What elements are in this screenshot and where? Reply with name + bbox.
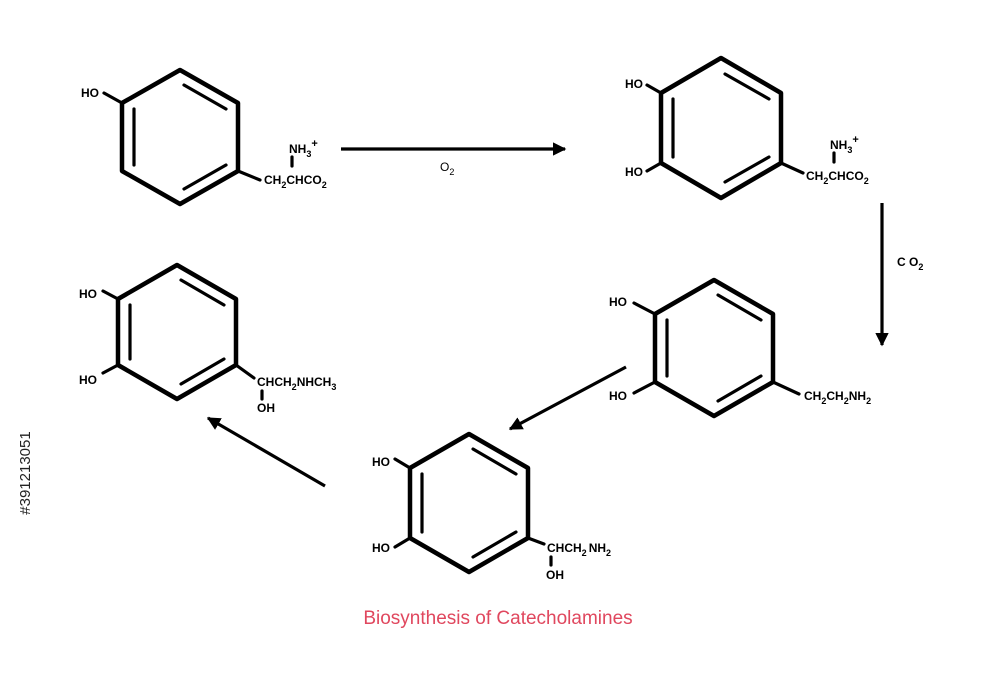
hydroxyl-top-label: HO xyxy=(79,287,97,301)
molecule-dopa: HO HO CH2CHCO2 NH3+ xyxy=(625,55,869,201)
benzene-ring xyxy=(658,55,784,201)
side-chain-bond xyxy=(234,363,256,380)
hydroxyl-top-label: HO xyxy=(609,295,627,309)
benzene-ring xyxy=(407,431,531,575)
ring-inner-bond xyxy=(716,293,763,322)
side-chain-label: CH2CH2NH2 xyxy=(804,389,871,406)
ring-inner-bond xyxy=(471,447,518,476)
side-chain-bond xyxy=(526,536,546,546)
benzene-ring xyxy=(652,277,776,419)
reagent-oxygen: O2 xyxy=(440,160,454,177)
reaction-arrow-3 xyxy=(508,365,627,431)
side-chain-bond xyxy=(779,161,805,175)
hydroxyl-bond xyxy=(645,83,663,95)
hydroxyl-bottom-label: HO xyxy=(372,541,390,555)
ring-inner-bond xyxy=(716,374,763,403)
ring-inner-bond xyxy=(182,83,228,111)
side-hydroxyl-label: OH xyxy=(257,401,275,415)
molecule-dopamine: HO HO CH2CH2NH2 xyxy=(609,277,871,419)
diagram-title: Biosynthesis of Catecholamines xyxy=(363,608,632,629)
side-chain-label: CHCH2NHCH3 xyxy=(257,375,336,392)
ring-inner-bond xyxy=(723,155,771,184)
side-chain-label: CH2CHCO2 xyxy=(806,169,869,186)
hydroxyl-bond xyxy=(632,301,657,316)
side-hydroxyl-label: OH xyxy=(546,568,564,582)
hydroxyl-bottom-label: HO xyxy=(609,389,627,403)
hydroxyl-bond xyxy=(393,536,412,549)
molecule-tyrosine: HO CH2CHCO2 NH3+ xyxy=(81,67,327,207)
benzene-ring xyxy=(115,262,239,402)
hydroxyl-label: HO xyxy=(81,86,99,100)
ammonium-label: NH3+ xyxy=(830,134,859,155)
hydroxyl-bottom-label: HO xyxy=(625,165,643,179)
hydroxyl-bond xyxy=(393,457,412,470)
side-chain-label: CH2CHCO2 xyxy=(264,173,327,190)
hydroxyl-bottom-label: HO xyxy=(79,373,97,387)
hydroxyl-bond xyxy=(101,289,120,301)
reaction-arrow-4 xyxy=(206,416,326,488)
ring-inner-bond xyxy=(179,357,226,386)
side-chain-bond xyxy=(771,380,801,396)
reagent-carbon-dioxide: C O2 xyxy=(897,255,923,272)
hydroxyl-bond xyxy=(632,380,657,395)
ring-inner-bond xyxy=(723,72,771,101)
hydroxyl-bond xyxy=(102,91,124,105)
ring-inner-bond xyxy=(182,163,228,191)
hydroxyl-bond xyxy=(101,363,120,375)
ring-inner-bond xyxy=(471,530,518,559)
hydroxyl-top-label: HO xyxy=(625,77,643,91)
hydroxyl-top-label: HO xyxy=(372,455,390,469)
molecule-epinephrine: HO HO CHCH2NHCH3 OH xyxy=(79,262,336,415)
ring-inner-bond xyxy=(179,278,226,307)
hydroxyl-bond xyxy=(645,161,663,173)
stock-id: #391213051 xyxy=(17,431,34,514)
ammonium-label: NH3+ xyxy=(289,138,318,159)
benzene-ring xyxy=(119,67,241,207)
side-chain-bond xyxy=(236,169,262,182)
